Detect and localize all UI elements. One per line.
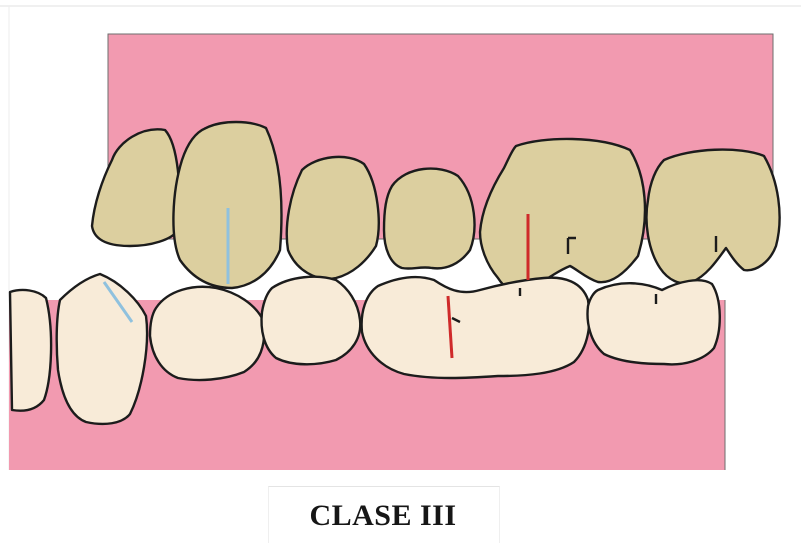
upper-tooth-second-molar (647, 150, 780, 284)
lower-tooth-first-molar (362, 277, 590, 378)
upper-tooth-first-premolar (287, 157, 379, 279)
lower-tooth-incisor (10, 290, 51, 411)
upper-tooth-lateral-incisor (92, 129, 179, 246)
lower-tooth-lateral-incisor (57, 274, 147, 424)
lower-tooth-second-molar (588, 280, 720, 364)
lower-tooth-canine (150, 287, 264, 380)
lower-tooth-first-premolar (262, 277, 361, 365)
diagram-caption: CLASE III (268, 494, 498, 538)
upper-tooth-second-premolar (384, 169, 474, 269)
